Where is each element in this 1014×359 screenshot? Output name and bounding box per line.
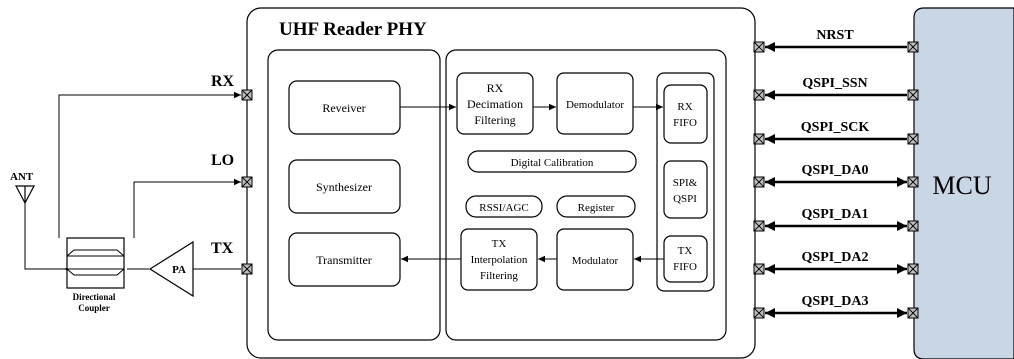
register-label: Register [578,202,615,214]
rx-pin-label: RX [211,73,235,90]
antenna-label: ANT [10,171,34,183]
rx-filter-label-1: RX [487,81,504,95]
power-amplifier-icon [148,240,194,298]
phy-title: UHF Reader PHY [279,19,427,40]
qspi-da3-phy-pin [753,307,765,319]
qspi-da2-phy-pin [753,263,765,275]
nrst-phy-pin [753,41,765,53]
tx-fifo-block [663,235,708,283]
demodulator-block [556,72,634,135]
qspi-da1-mcu-pin [907,220,919,232]
qspi-da3-mcu-pin [907,307,919,319]
qspi-da2-label: QSPI_DA2 [802,250,869,265]
lo-path-wire [133,178,241,238]
synthesizer-label: Synthesizer [316,180,372,194]
rx-fifo-label-1: RX [677,101,692,113]
qspi-da3-label: QSPI_DA3 [802,294,869,309]
rssi-agc-label: RSSI/AGC [479,202,529,214]
tx-filter-label-3: Filtering [480,270,518,282]
demodulator-label: Demodulator [566,99,624,111]
digital-calibration-label: Digital Calibration [511,157,594,169]
transmitter-label: Transmitter [316,253,372,267]
rx-fifo-label-2: FIFO [673,117,697,129]
lo-pin [241,176,253,188]
coupler-to-antenna-wire [24,203,67,270]
qspi-ssn-phy-pin [753,89,765,101]
nrst-mcu-pin [907,41,919,53]
qspi-da1-phy-pin [753,220,765,232]
rx-pin [241,89,253,101]
qspi-da1-label: QSPI_DA1 [802,207,869,222]
mcu-label: MCU [932,171,991,200]
rssi-agc-block [465,195,543,218]
rx-fifo-block [663,84,708,144]
coupler-label-1: Directional [73,292,116,302]
rx-filter-label-2: Decimation [467,97,523,111]
nrst-label: NRST [816,28,854,43]
qspi-ssn-label: QSPI_SSN [802,76,867,91]
digital-calibration-block [467,150,637,173]
rx-filter-label-3: Filtering [474,113,515,127]
register-block [556,195,636,218]
tx-filter-label-2: Interpolation [471,254,528,266]
bus-layer: NRST QSPI_SSN QSPI_SCK QSPI_DA0QSPI_DA1QSPI… [765,28,907,318]
rx-filter-block [456,72,534,135]
tx-pin [241,263,253,275]
spi-qspi-label-2: QSPI [673,193,697,205]
tx-fifo-label-2: FIFO [673,261,697,273]
qspi-ssn-mcu-pin [907,89,919,101]
qspi-sck-mcu-pin [907,133,919,145]
transmitter-block [288,232,401,287]
pin-layer [241,41,919,319]
qspi-da0-phy-pin [753,176,765,188]
coupler-label-2: Coupler [78,303,110,313]
antenna-icon [15,185,35,205]
tx-pin-label: TX [211,240,234,257]
rx-path-wire [58,91,241,238]
receiver-label: Reveiver [322,101,365,115]
qspi-sck-phy-pin [753,133,765,145]
qspi-da0-mcu-pin [907,176,919,188]
synthesizer-block [288,159,401,214]
tx-filter-label-1: TX [492,238,507,250]
pa-label: PA [172,264,186,276]
modulator-label: Modulator [572,255,619,267]
qspi-da2-mcu-pin [907,263,919,275]
spi-qspi-block [663,160,708,219]
qspi-sck-label: QSPI_SCK [801,120,870,135]
directional-coupler-icon [66,237,125,289]
lo-pin-label: LO [211,152,234,169]
qspi-da0-label: QSPI_DA0 [802,163,869,178]
tx-fifo-label-1: TX [678,245,693,257]
spi-qspi-label-1: SPI& [673,177,698,189]
